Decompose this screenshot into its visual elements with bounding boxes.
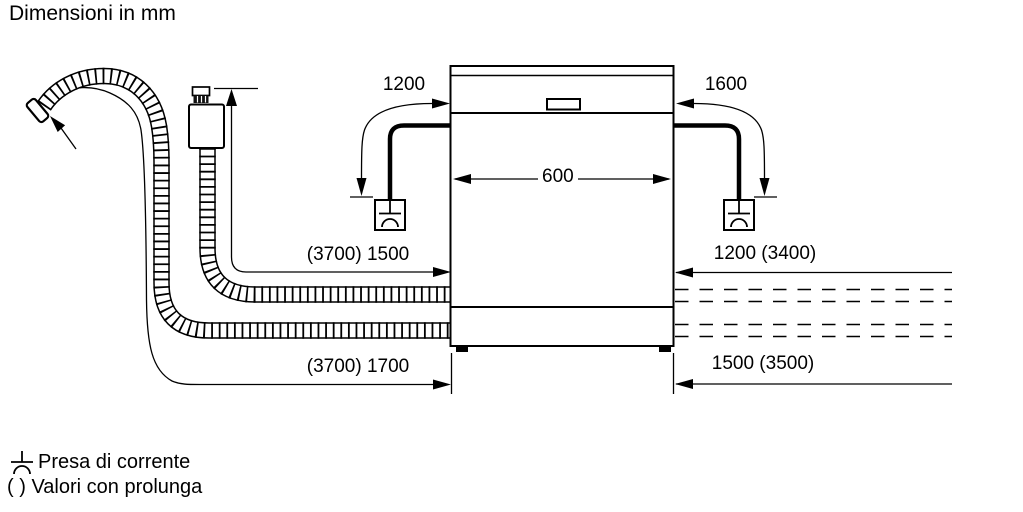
power-cords: [387, 123, 742, 199]
dim-drain-hose: (3700) 1700: [306, 356, 410, 377]
hose-extension-dashed: [675, 288, 952, 338]
dim-hose-right-upper: 1200 (3400): [713, 243, 817, 264]
drain-dimension-line: [55, 86, 434, 386]
power-socket-icon-right: [723, 199, 755, 231]
dimension-lines: [55, 86, 952, 394]
dim-power-cord-right: 1600: [704, 74, 748, 95]
dim-power-cord-left: 1200: [382, 74, 426, 95]
arrowheads: [50, 89, 770, 390]
cord-left-dimension-curve: [360, 102, 433, 180]
drain-hose: [25, 67, 451, 339]
legend-parentheses-symbol: ( ): [7, 476, 26, 498]
legend-socket-icon: [11, 451, 33, 475]
left-foot: [456, 346, 468, 352]
legend-parentheses-row: ( ) Valori con prolunga: [7, 476, 202, 498]
door-handle: [546, 98, 581, 111]
diagram-title: Dimensioni in mm: [9, 2, 176, 25]
power-cord-right: [674, 123, 742, 199]
cord-right-dimension-curve: [693, 102, 766, 180]
dishwasher-outline: [449, 65, 675, 352]
power-cord-left: [387, 123, 450, 199]
right-foot: [659, 346, 671, 352]
legend-parentheses-label: Valori con prolunga: [31, 476, 203, 498]
dim-hose-right-lower: 1500 (3500): [711, 353, 815, 374]
power-socket-icon-left: [374, 199, 406, 231]
aquastop-valve-icon: [188, 86, 225, 149]
supply-dimension-line: [230, 102, 434, 273]
drain-hose-end-cap: [25, 97, 50, 124]
supply-hose: [199, 148, 451, 303]
dim-appliance-width: 600: [538, 166, 578, 188]
drain-end-arrow-tail: [60, 127, 77, 150]
legend-socket-label: Presa di corrente: [38, 451, 191, 473]
dim-supply-hose: (3700) 1500: [306, 244, 410, 265]
